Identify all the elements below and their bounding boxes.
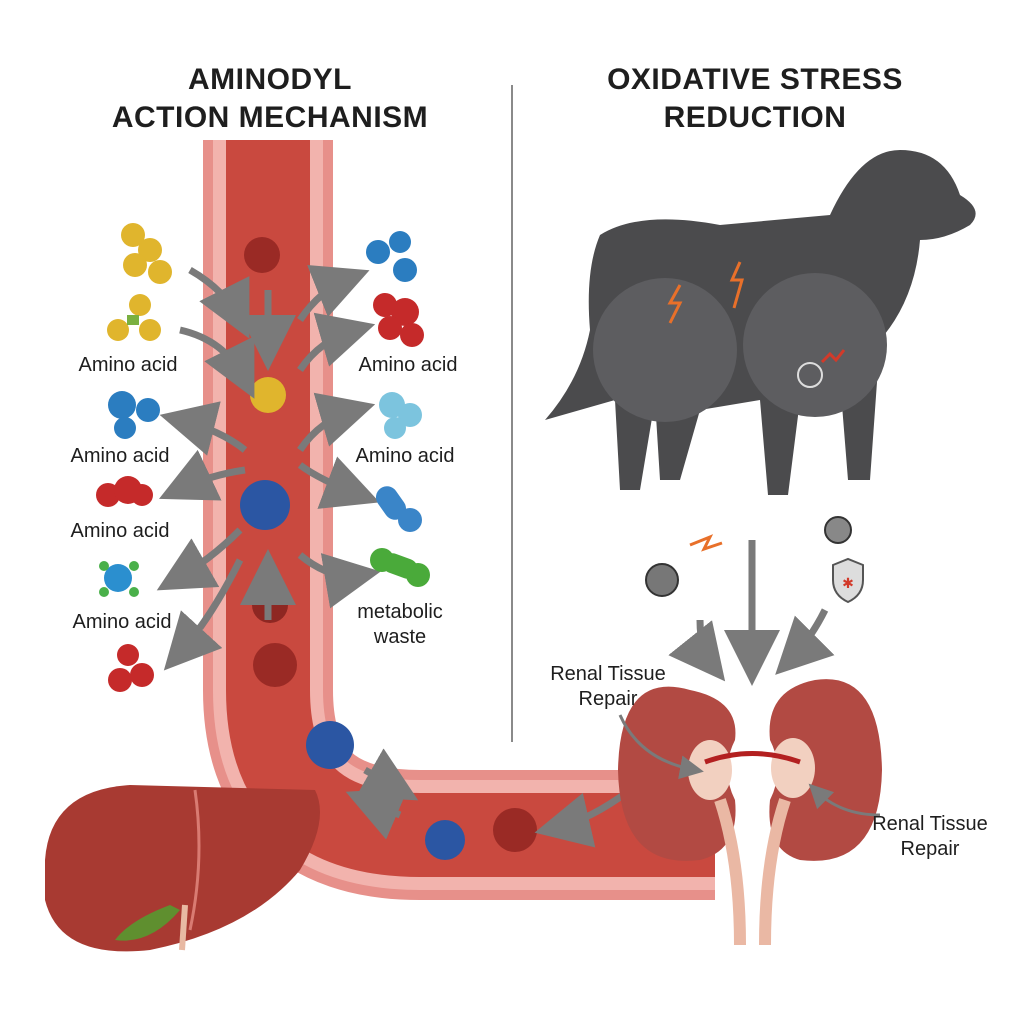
- amino-acid-label: Amino acid: [70, 445, 170, 467]
- amino-acid-label: Amino acid: [358, 354, 458, 376]
- left-title: AMINODYL ACTION MECHANISM: [70, 61, 470, 137]
- flow-arrows: [156, 265, 835, 848]
- right-title-line1: OXIDATIVE STRESS: [607, 63, 903, 96]
- oxidative-stress-icons: ✱: [645, 516, 864, 604]
- dog-silhouette: [545, 150, 976, 495]
- liver: [45, 785, 320, 952]
- renal-repair-left-line2: Repair: [578, 688, 638, 710]
- right-title-line2: REDUCTION: [663, 101, 847, 134]
- renal-repair-label-left: Renal Tissue Repair: [538, 662, 678, 712]
- amino-acid-label: Amino acid: [70, 520, 170, 542]
- right-title: OXIDATIVE STRESS REDUCTION: [555, 61, 955, 137]
- metabolic-waste-label: metabolic waste: [340, 600, 460, 650]
- amino-acid-molecules: [96, 223, 430, 692]
- left-title-line2: ACTION MECHANISM: [111, 101, 429, 134]
- amino-acid-label: Amino acid: [72, 611, 172, 633]
- kidneys: [618, 679, 882, 946]
- renal-repair-right-line1: Renal Tissue: [872, 813, 988, 835]
- svg-text:✱: ✱: [842, 575, 854, 591]
- metabolic-waste-line2: waste: [373, 626, 427, 648]
- renal-repair-left-line1: Renal Tissue: [550, 663, 666, 685]
- left-title-line1: AMINODYL: [188, 63, 352, 96]
- amino-acid-label: Amino acid: [355, 445, 455, 467]
- metabolic-waste-line1: metabolic: [357, 601, 443, 623]
- renal-repair-label-right: Renal Tissue Repair: [860, 812, 1000, 862]
- renal-repair-right-line2: Repair: [900, 838, 960, 860]
- amino-acid-label: Amino acid: [78, 354, 178, 376]
- repair-pointers: [618, 714, 881, 817]
